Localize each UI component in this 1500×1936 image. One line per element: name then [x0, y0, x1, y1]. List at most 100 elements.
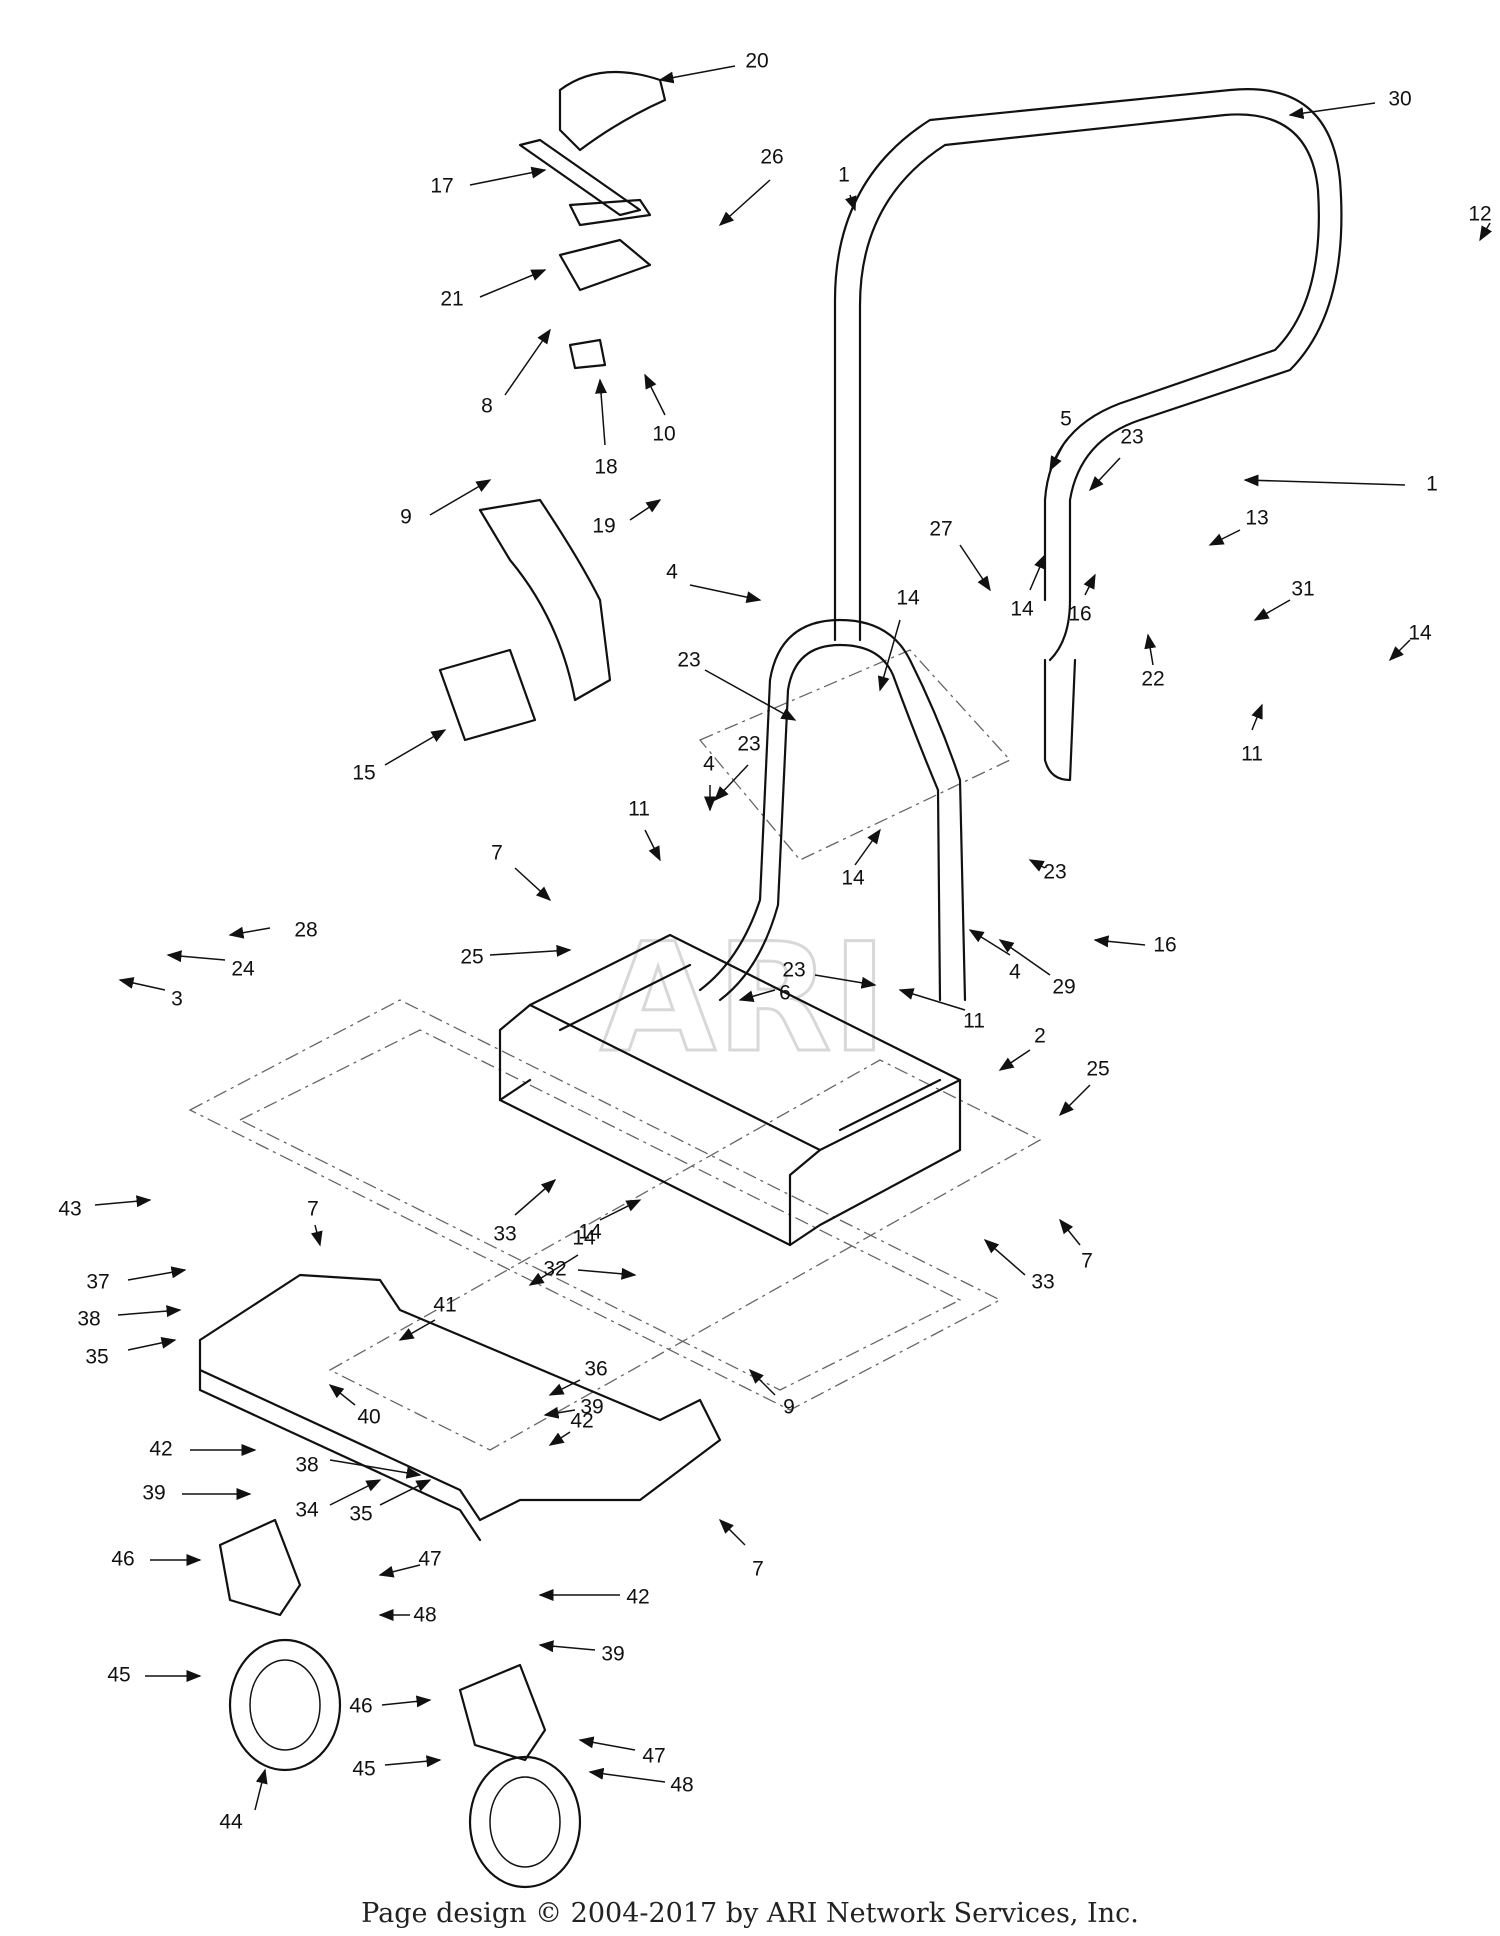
part-number-label: 45	[352, 1758, 375, 1781]
callout-arrow	[548, 1379, 581, 1396]
callout-arrow	[329, 1459, 422, 1479]
callout-arrow	[689, 584, 762, 604]
part-number-label: 4	[703, 753, 715, 776]
callout-arrow	[599, 1199, 642, 1221]
part-number-label: 23	[1120, 426, 1143, 449]
caster-cradle	[198, 1273, 722, 1542]
callout-arrow	[118, 977, 166, 991]
callout-arrow	[514, 867, 552, 902]
part-number-label: 35	[85, 1346, 108, 1369]
callout-arrow	[718, 179, 771, 227]
callout-arrow	[378, 1564, 421, 1578]
callout-arrow	[704, 669, 797, 721]
part-number-label: 42	[149, 1438, 172, 1461]
callout-arrow	[748, 1368, 776, 1396]
part-number-label: 25	[1086, 1058, 1109, 1081]
part-number-label: 18	[594, 456, 617, 479]
callout-arrow	[166, 950, 226, 963]
callout-arrow	[998, 1049, 1031, 1071]
part-number-label: 14	[1010, 598, 1034, 621]
callout-arrow	[644, 829, 661, 862]
part-number-label: 13	[1245, 507, 1268, 530]
part-number-label: 12	[1468, 203, 1491, 226]
callout-arrow	[398, 1319, 436, 1341]
part-number-label: 27	[929, 518, 952, 541]
part-number-label: 23	[677, 649, 700, 672]
callout-arrow	[814, 974, 877, 989]
callout-arrow	[738, 989, 776, 1003]
callout-arrow	[384, 1755, 442, 1768]
part-number-label: 23	[737, 733, 760, 756]
part-number-label: 33	[493, 1223, 516, 1246]
part-number-label: 36	[584, 1358, 607, 1381]
part-number-label: 48	[413, 1604, 436, 1627]
part-number-label: 46	[349, 1695, 372, 1718]
part-number-label: 7	[491, 842, 503, 865]
callout-arrow	[1479, 222, 1493, 242]
part-number-label: 26	[760, 146, 783, 169]
part-number-label: 40	[357, 1406, 380, 1429]
callout-arrow	[854, 828, 881, 866]
footer-copyright: Page design © 2004-2017 by ARI Network S…	[361, 1898, 1139, 1929]
callout-arrow	[1029, 553, 1046, 591]
part-number-label: 14	[896, 587, 920, 610]
part-number-label: 17	[430, 175, 453, 198]
callout-arrow	[94, 1195, 152, 1208]
part-number-label: 9	[783, 1396, 795, 1419]
part-number-label: 42	[626, 1586, 649, 1609]
callout-arrow	[543, 1406, 576, 1419]
part-number-label: 43	[58, 1198, 81, 1221]
callout-arrow	[713, 764, 749, 802]
callout-arrow	[1388, 639, 1411, 662]
callout-arrow	[429, 479, 492, 516]
part-number-label: 46	[111, 1548, 134, 1571]
callout-arrow	[469, 166, 547, 186]
callout-arrow	[504, 328, 551, 396]
callout-arrow	[1059, 1218, 1081, 1246]
part-number-label: 6	[779, 982, 791, 1005]
callout-arrow	[1208, 529, 1241, 546]
part-number-label: 23	[782, 959, 805, 982]
callout-arrow	[577, 1267, 637, 1280]
part-number-label: 24	[231, 958, 255, 981]
part-number-label: 11	[1241, 743, 1263, 766]
part-number-label: 45	[107, 1664, 130, 1687]
callout-arrow	[1144, 633, 1157, 666]
part-number-label: 31	[1291, 578, 1314, 601]
callout-arrow	[1288, 102, 1376, 120]
part-number-label: 10	[652, 423, 675, 446]
handle-frame-lower	[698, 618, 967, 1002]
part-number-label: 8	[481, 395, 493, 418]
part-number-label: 39	[580, 1396, 603, 1419]
part-number-label: 4	[666, 561, 678, 584]
part-number-label: 14	[841, 867, 865, 890]
part-number-label: 35	[349, 1503, 372, 1526]
part-number-label: 30	[1388, 88, 1411, 111]
control-bracket-assembly	[518, 70, 667, 370]
base-frame	[498, 933, 962, 1247]
callout-arrow	[983, 1239, 1026, 1276]
part-number-label: 16	[1068, 603, 1091, 626]
part-number-label: 44	[219, 1811, 243, 1834]
part-number-label: 47	[418, 1548, 441, 1571]
callout-arrow	[310, 1224, 323, 1247]
callout-arrow	[489, 944, 572, 957]
part-number-label: 7	[307, 1198, 319, 1221]
part-number-label: 39	[142, 1482, 165, 1505]
callout-arrow	[1058, 1084, 1091, 1117]
part-number-label: 14	[572, 1227, 596, 1250]
part-number-label: 5	[1060, 408, 1072, 431]
callout-arrow	[329, 1479, 382, 1506]
callout-arrow	[1088, 457, 1121, 492]
callout-arrow	[1243, 474, 1406, 487]
callout-arrow	[629, 499, 662, 521]
part-number-label: 9	[400, 506, 412, 529]
part-number-label: 7	[1081, 1250, 1093, 1273]
callout-arrow	[1093, 935, 1146, 948]
callout-arrow	[595, 378, 608, 446]
callout-arrow	[578, 1736, 636, 1751]
part-number-label: 41	[433, 1294, 456, 1317]
part-number-label: 48	[670, 1774, 693, 1797]
part-number-label: 42	[570, 1410, 593, 1433]
